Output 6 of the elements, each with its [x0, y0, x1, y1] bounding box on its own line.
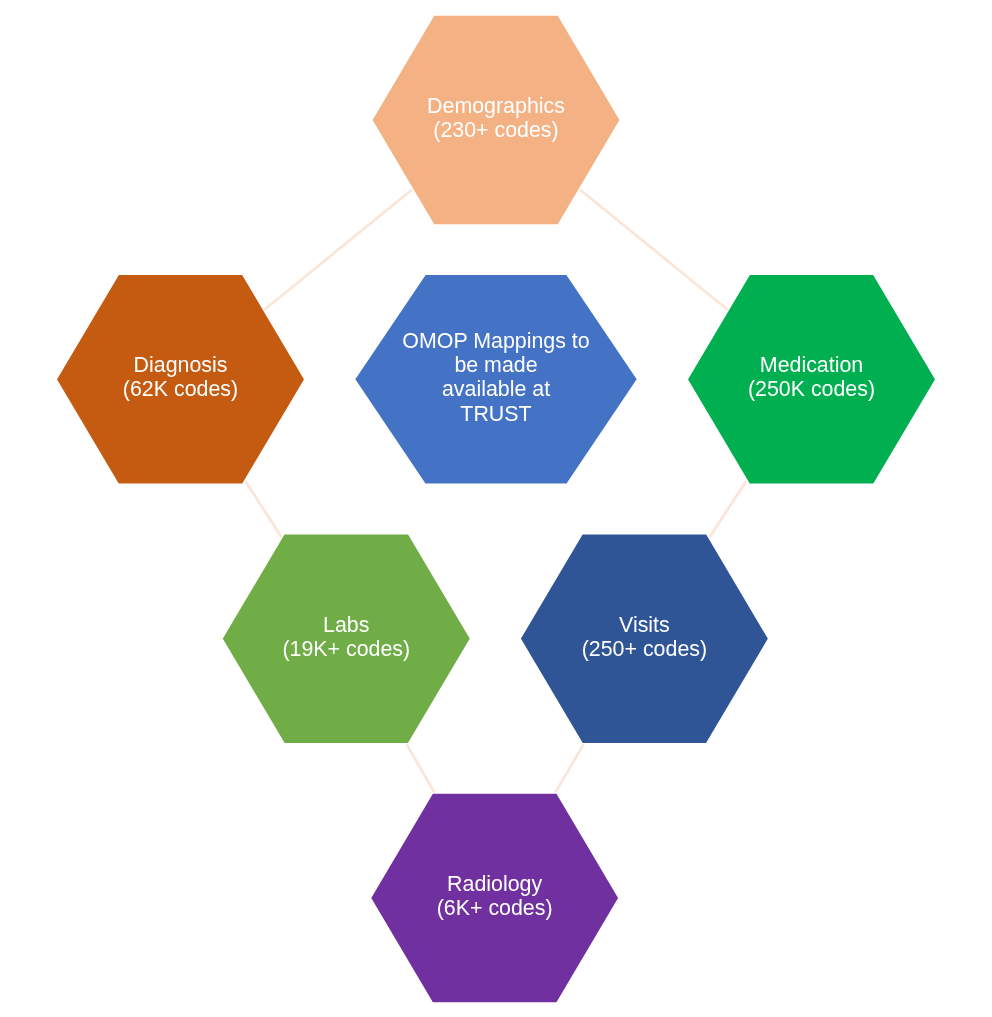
connector — [554, 743, 585, 793]
connector — [579, 188, 729, 311]
connector — [244, 480, 283, 538]
connector — [263, 188, 413, 311]
connector — [405, 743, 436, 793]
connector — [708, 479, 748, 538]
